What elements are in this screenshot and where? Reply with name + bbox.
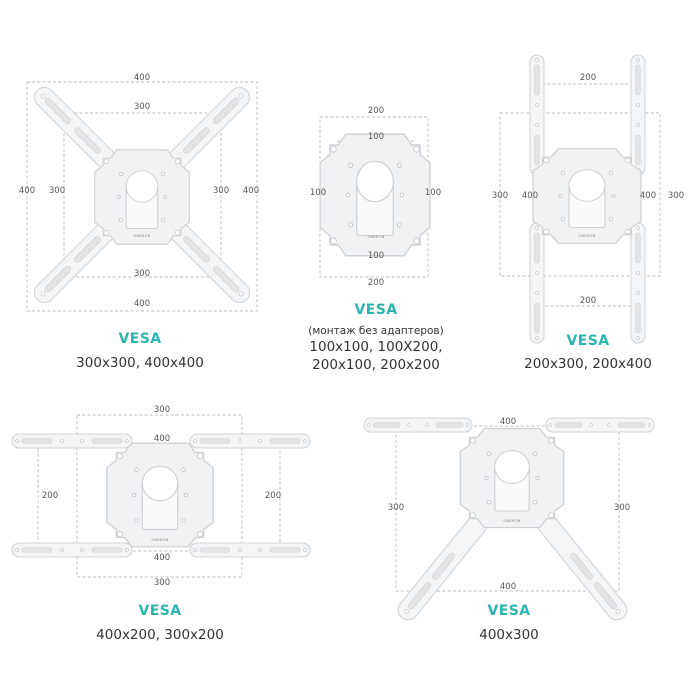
dim-left: 300 [492, 191, 508, 201]
arm-bottom-right [535, 512, 628, 621]
dim-right-outer: 400 [243, 186, 259, 196]
dim-box-outer [499, 112, 661, 277]
dim-left-inner: 300 [49, 186, 65, 196]
dim-right: 200 [265, 491, 281, 501]
dim-bottom-outer: 300 [154, 578, 170, 588]
dim-top: 400 [500, 417, 516, 427]
mounting-plate [459, 427, 565, 529]
caption-sizes: 400x300 [479, 627, 539, 643]
panel-horizontal-bars: ONKRON 300 400 400 300 200 200 VESA 400x… [11, 405, 311, 643]
caption-sizes-line-1: 100x100, 100X200, [309, 339, 442, 355]
dim-box-inner [63, 112, 222, 278]
caption-vesa: VESA [488, 603, 531, 619]
bar-bottom-left [11, 542, 133, 558]
dim-left: 100 [310, 188, 326, 198]
dim-bottom-inner: 400 [154, 553, 170, 563]
dim-inner-left: 400 [522, 191, 538, 201]
dim-top-outer: 400 [134, 73, 150, 83]
dim-bottom: 400 [500, 582, 516, 592]
dim-box [395, 425, 620, 592]
dim-bottom-outer: 400 [134, 299, 150, 309]
caption-vesa: VESA [355, 302, 398, 318]
brand-logo: ONKRON [367, 235, 384, 239]
panel-trapezoid: ONKRON 400 400 300 300 VESA 400x300 [363, 417, 655, 643]
mounting-plate [532, 148, 642, 244]
bar-right-top [630, 54, 646, 176]
caption-sizes: 400x200, 300x200 [96, 627, 224, 643]
panel-vertical-bars: ONKRON 200 200 300 400 400 300 VESA 200x… [492, 54, 684, 372]
bar-left-bottom [529, 222, 545, 344]
mounting-plate [106, 442, 214, 548]
brand-logo: ONKRON [133, 234, 150, 238]
caption-sizes-line-2: 200x100, 200x200 [312, 357, 440, 373]
caption-sizes: 200x300, 200x400 [524, 356, 652, 372]
dim-bottom-outer: 200 [368, 278, 384, 288]
bar-top-left [11, 433, 133, 449]
dim-top-outer: 200 [368, 106, 384, 116]
dim-top-inner: 400 [154, 434, 170, 444]
dim-bottom-inner: 300 [134, 269, 150, 279]
caption-note: (монтаж без адаптеров) [308, 325, 443, 337]
panel-x-arms: ONKRON 400 300 300 400 400 300 300 400 V… [19, 73, 259, 371]
brand-logo: ONKRON [151, 538, 168, 542]
bar-top-right [545, 417, 655, 433]
dim-top-outer: 300 [154, 405, 170, 415]
brand-logo: ONKRON [578, 234, 595, 238]
dim-bottom: 200 [580, 296, 596, 306]
caption-vesa: VESA [567, 333, 610, 349]
dim-right: 300 [614, 503, 630, 513]
dim-box-outer [76, 414, 243, 578]
bar-top-right [189, 433, 311, 449]
dim-bottom-inner: 100 [368, 251, 384, 261]
dim-box-outer [26, 81, 258, 312]
dim-left: 200 [42, 491, 58, 501]
caption-sizes: 300x300, 400x400 [76, 355, 204, 371]
arm-bottom-left [397, 512, 490, 621]
bar-right-bottom [630, 222, 646, 344]
bar-left-top [529, 54, 545, 176]
caption-vesa: VESA [139, 603, 182, 619]
bar-top-left [363, 417, 473, 433]
mounting-plate [94, 149, 190, 245]
dim-inner-right: 400 [640, 191, 656, 201]
dim-top-inner: 300 [134, 102, 150, 112]
dim-top-inner: 100 [368, 132, 384, 142]
caption-vesa: VESA [119, 331, 162, 347]
dim-left: 300 [388, 503, 404, 513]
dim-right: 100 [425, 188, 441, 198]
dim-right-inner: 300 [213, 186, 229, 196]
panel-plate-only: ONKRON 200 100 100 200 100 100 VESA (мон… [308, 106, 443, 373]
dim-left-outer: 400 [19, 186, 35, 196]
brand-logo: ONKRON [503, 519, 520, 523]
bar-bottom-right [189, 542, 311, 558]
dim-top: 200 [580, 73, 596, 83]
dim-right: 300 [668, 191, 684, 201]
